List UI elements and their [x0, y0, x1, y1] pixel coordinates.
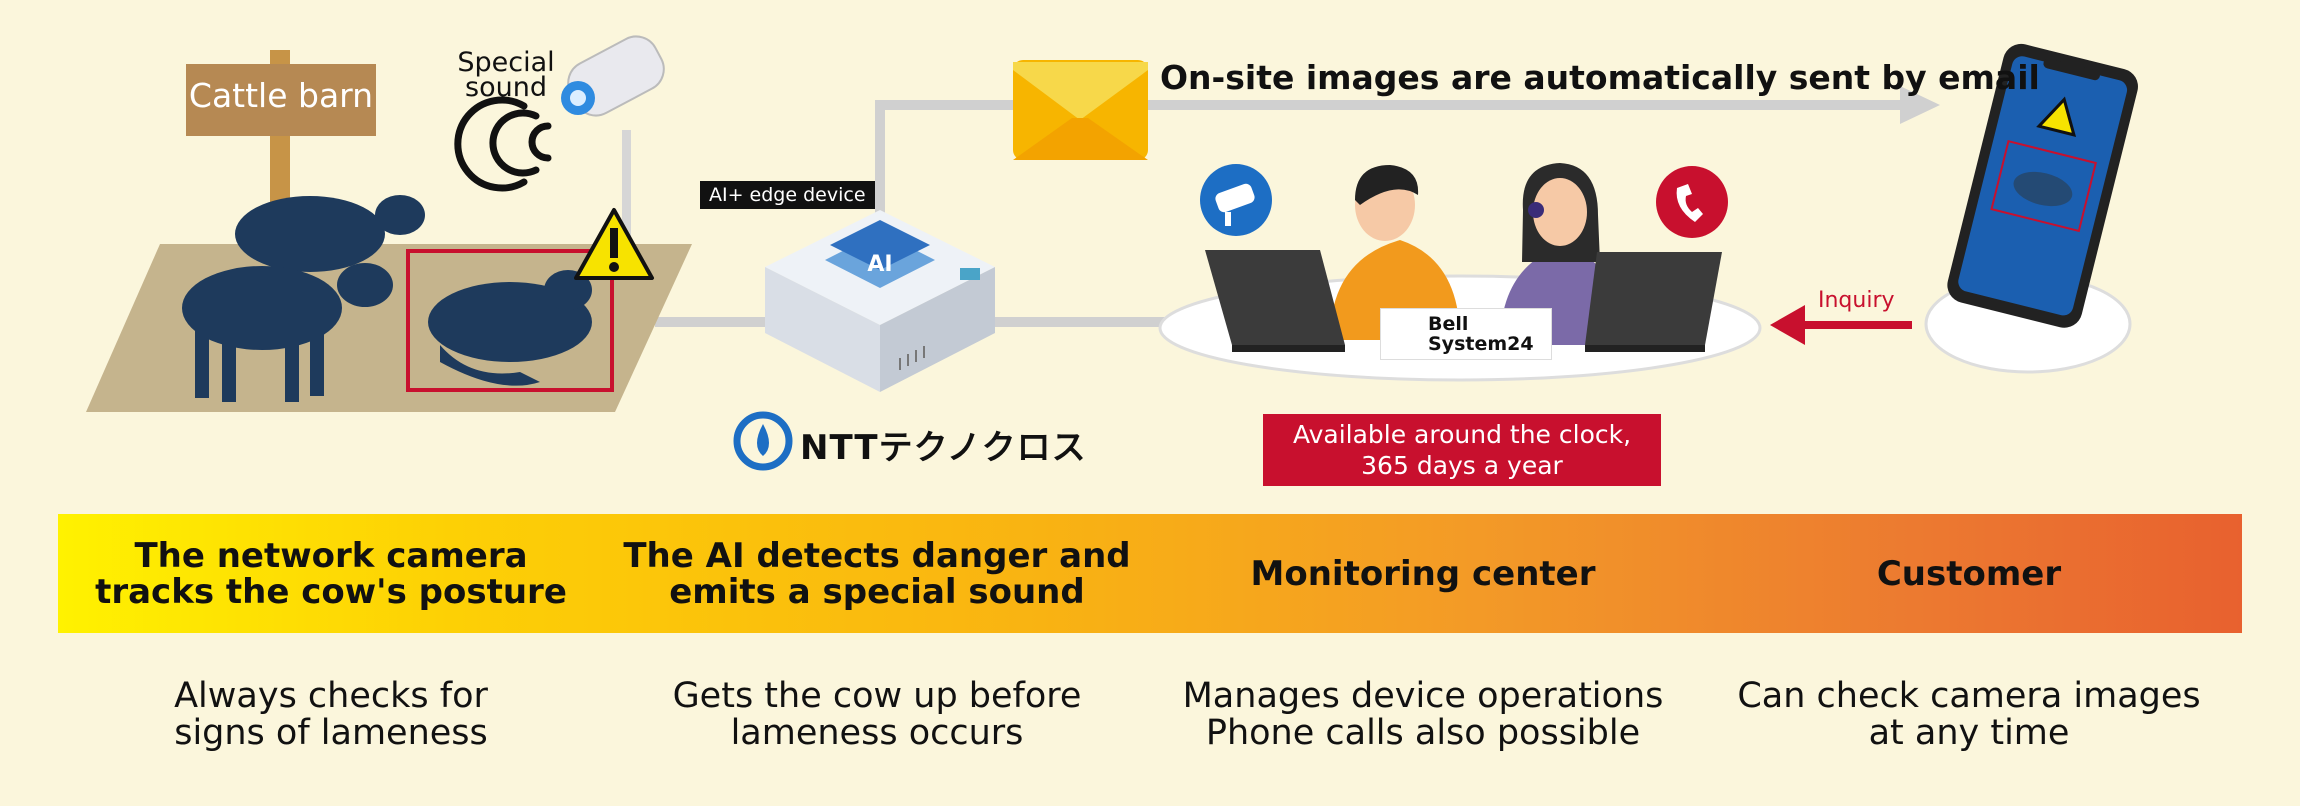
laptop-right — [1585, 252, 1722, 352]
phone-circle-icon — [1656, 166, 1728, 238]
line-barn-to-device — [655, 317, 765, 327]
ai-edge-device — [765, 210, 995, 392]
stage-desc-customer: Can check camera images at any time — [1737, 676, 2201, 753]
bell-system-text: Bell System24 — [1428, 313, 1534, 355]
stage-title-monitoring: Monitoring center — [1250, 553, 1596, 594]
laptop-left — [1205, 250, 1345, 352]
operator-woman — [1500, 163, 1625, 345]
email-icon — [1013, 60, 1148, 160]
stage-desc-camera: Always checks for signs of lameness — [174, 676, 488, 753]
workflow-illustration: Cattle barn Special sound AI+ edge devic… — [86, 35, 2138, 486]
warning-icon — [574, 208, 654, 280]
email-arrow-head — [1900, 86, 1940, 124]
special-sound-label: Special sound — [457, 47, 555, 103]
inquiry-label: Inquiry — [1818, 288, 1895, 313]
barn-sign-label: Cattle barn — [188, 76, 374, 115]
bell-system-logo — [1380, 308, 1552, 360]
line-email — [875, 100, 1905, 110]
camera-icon — [561, 35, 665, 117]
stage-desc-monitoring: Manages device operations Phone calls al… — [1182, 676, 1664, 753]
stage-descriptions: Always checks for signs of lameness Gets… — [58, 678, 2242, 768]
smartphone-icon — [1947, 43, 2138, 328]
stage-title-camera: The network camera tracks the cow's post… — [95, 535, 567, 612]
line-device-to-center — [995, 317, 1165, 327]
stage-band: The network camera tracks the cow's post… — [58, 514, 2242, 633]
sound-wave-icon — [454, 96, 552, 192]
cow-back — [235, 196, 385, 272]
ai-chip-label: AI — [867, 252, 893, 277]
inquiry-arrow — [1770, 305, 1912, 345]
edge-device-tag: AI+ edge device — [700, 181, 875, 209]
ntt-logo-mark — [733, 411, 793, 471]
cow-herd — [182, 195, 592, 402]
ntt-logo-text: NTTテクノクロス — [800, 428, 1087, 468]
stage-desc-ai: Gets the cow up before lameness occurs — [672, 676, 1082, 753]
email-message: On-site images are automatically sent by… — [1160, 58, 2040, 97]
detection-box — [406, 249, 614, 392]
stage-title-ai: The AI detects danger and emits a specia… — [623, 535, 1131, 612]
illustration-svg — [86, 35, 2138, 471]
cctv-circle-icon — [1200, 164, 1272, 236]
stage-title-customer: Customer — [1876, 553, 2062, 594]
availability-banner: Available around the clock, 365 days a y… — [1263, 414, 1661, 486]
line-device-up — [875, 100, 885, 240]
cow-standing — [182, 266, 342, 350]
cattle-barn-sign — [186, 50, 376, 240]
